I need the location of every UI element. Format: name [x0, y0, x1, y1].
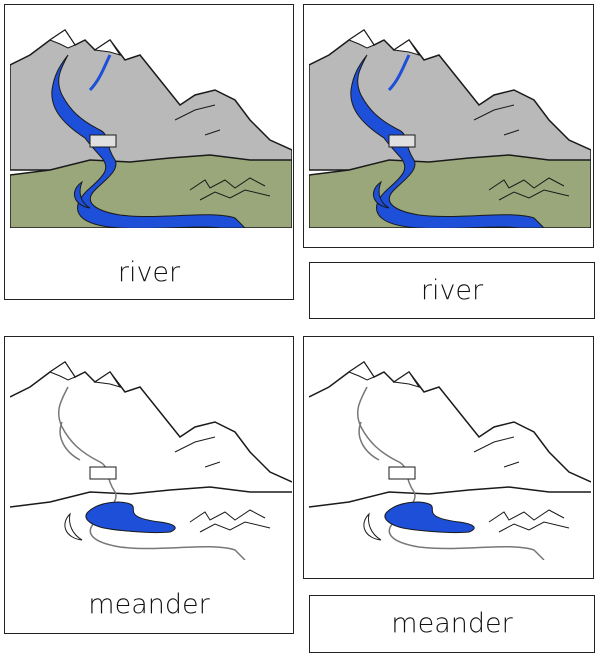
meander-picture — [309, 342, 591, 560]
river-label-card[interactable]: river — [309, 262, 595, 319]
meander-picture — [10, 342, 292, 560]
river-picture — [10, 10, 292, 228]
river-picture-card[interactable] — [303, 4, 594, 248]
meander-label-card[interactable]: meander — [309, 595, 595, 653]
meander-label-text: meander — [391, 608, 513, 639]
meander-picture-card[interactable] — [303, 336, 594, 579]
river-control-label: river — [117, 257, 181, 288]
river-picture — [309, 10, 591, 228]
meander-control-label: meander — [88, 589, 210, 620]
meander-control-card: meander — [4, 336, 294, 634]
river-label-text: river — [420, 275, 484, 306]
river-control-card: river — [4, 4, 294, 300]
